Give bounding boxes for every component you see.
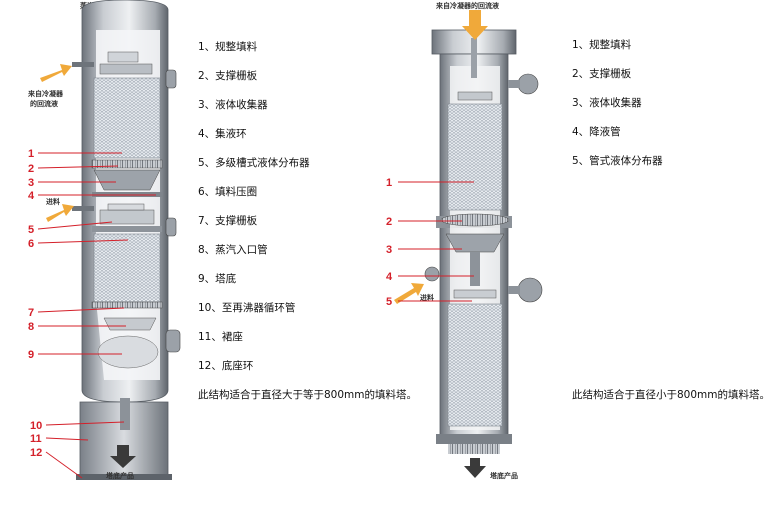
left-legend-item-11: 11、裙座: [198, 330, 243, 343]
left-nozzle-top: [165, 69, 177, 89]
right-bottoms-arrow: [464, 458, 486, 478]
left-legend-item-9: 9、塔底: [198, 272, 237, 285]
left-callout-7: 7: [28, 307, 34, 319]
left-top-distributor: [99, 63, 153, 75]
left-callout-numbers: 1 2 3 4 5 6 7 8 9 10 11 12: [28, 148, 42, 459]
left-hold-down-ring: [92, 226, 162, 232]
right-packing-upper: [447, 103, 503, 211]
right-callout-1: 1: [386, 177, 392, 189]
left-feed-arrow: [46, 204, 74, 222]
right-column: 来自冷凝器的回流液 进料: [386, 1, 543, 480]
left-callout-12: 12: [30, 447, 42, 459]
right-legend-item-4: 4、降液管: [572, 125, 621, 138]
right-flange-bottom: [436, 434, 512, 444]
left-callout-8: 8: [28, 321, 34, 333]
left-trough-distributor: [99, 209, 155, 225]
left-reflux-caption-2: 的回流液: [30, 99, 59, 108]
right-legend-item-2: 2、支撑栅板: [572, 67, 632, 80]
left-liquid-collector: [93, 169, 161, 191]
left-structure-note: 此结构适合于直径大于等于800mm的填料塔。: [198, 388, 417, 401]
left-collector-ring: [92, 192, 162, 197]
left-legend-item-6: 6、填料压圈: [198, 185, 257, 198]
left-legend-item-2: 2、支撑栅板: [198, 69, 258, 82]
left-column-bottom: [97, 335, 159, 369]
right-callout-numbers: 1 2 3 4 5: [386, 177, 393, 308]
left-base-ring: [76, 474, 172, 480]
right-pipe-distributor: [453, 289, 497, 299]
left-callout-5: 5: [28, 224, 34, 236]
left-feed-pipe: [72, 206, 94, 211]
right-legend-item-1: 1、规整填料: [572, 38, 632, 51]
left-column: 蒸汽出口至冷凝器: [27, 0, 181, 480]
left-callout-10: 10: [30, 420, 42, 432]
right-callout-lines: [398, 181, 474, 302]
left-reflux-caption-1: 来自冷凝器: [27, 89, 64, 98]
left-callout-4: 4: [28, 190, 35, 202]
right-reflux-arrow: [462, 10, 488, 40]
left-support-grid-upper: [91, 159, 163, 169]
right-liquid-collector: [445, 233, 505, 253]
left-legend-item-5: 5、多级槽式液体分布器: [198, 156, 310, 169]
left-reflux-arrow: [40, 64, 72, 82]
left-packing-upper: [93, 77, 161, 159]
left-callout-lines: [37, 152, 156, 479]
left-callout-6: 6: [28, 238, 34, 250]
right-callout-5: 5: [386, 296, 392, 308]
right-legend-item-5: 5、管式液体分布器: [572, 154, 663, 167]
right-nozzle-top: [517, 73, 539, 95]
left-reflux-box: [107, 51, 139, 63]
left-bottom-caption: 塔底产品: [106, 471, 134, 480]
left-nozzle-vapor: [165, 329, 181, 353]
left-callout-9: 9: [28, 349, 34, 361]
left-packing-lower: [93, 233, 161, 303]
left-bottoms-arrow: [110, 445, 136, 468]
right-feed-nozzle: [424, 266, 440, 282]
right-feed-arrow: [394, 283, 424, 304]
left-callout-3: 3: [28, 177, 34, 189]
left-legend-item-7: 7、支撑栅板: [198, 214, 258, 227]
right-nozzle-vapor-neck: [508, 286, 520, 294]
left-distributor-box: [107, 203, 145, 211]
left-reflux-pipe: [72, 62, 94, 67]
left-vapor-inlet-pipe: [103, 317, 157, 331]
right-callout-4: 4: [386, 271, 393, 283]
right-legend-item-3: 3、液体收集器: [572, 96, 642, 109]
left-nozzle-mid: [165, 217, 177, 237]
left-legend-item-4: 4、集液环: [198, 127, 247, 140]
right-bottom-grid: [448, 444, 500, 454]
left-legend-item-10: 10、至再沸器循环管: [198, 301, 295, 314]
right-support-grid: [440, 213, 510, 227]
left-feed-caption: 进料: [46, 197, 60, 206]
right-downcomer: [470, 252, 480, 286]
left-legend-item-1: 1、规整填料: [198, 40, 258, 53]
left-legend-item-8: 8、蒸汽入口管: [198, 243, 268, 256]
left-legend-item-12: 12、底座环: [198, 359, 253, 372]
right-structure-note: 此结构适合于直径小于800mm的填料塔。: [572, 388, 770, 401]
right-callout-2: 2: [386, 216, 392, 228]
right-bottom-caption: 塔底产品: [490, 471, 518, 480]
right-legend: 1、规整填料 2、支撑栅板 3、液体收集器 4、降液管 5、管式液体分布器 此结…: [572, 38, 770, 401]
right-packing-lower: [447, 303, 503, 427]
right-top-caption: 来自冷凝器的回流液: [435, 1, 500, 10]
right-top-distributor: [457, 91, 493, 101]
left-legend: 1、规整填料 2、支撑栅板 3、液体收集器 4、集液环 5、多级槽式液体分布器 …: [198, 40, 417, 401]
left-legend-item-3: 3、液体收集器: [198, 98, 268, 111]
left-callout-2: 2: [28, 163, 34, 175]
right-nozzle-top-neck: [508, 80, 520, 88]
left-callout-1: 1: [28, 148, 34, 160]
right-nozzle-vapor: [517, 277, 543, 303]
right-feed-caption: 进料: [420, 293, 434, 302]
right-callout-3: 3: [386, 244, 392, 256]
left-support-grid-lower: [91, 301, 163, 309]
left-callout-11: 11: [30, 433, 42, 445]
left-reboiler-pipe: [120, 398, 130, 430]
right-reflux-pipe: [471, 38, 477, 78]
